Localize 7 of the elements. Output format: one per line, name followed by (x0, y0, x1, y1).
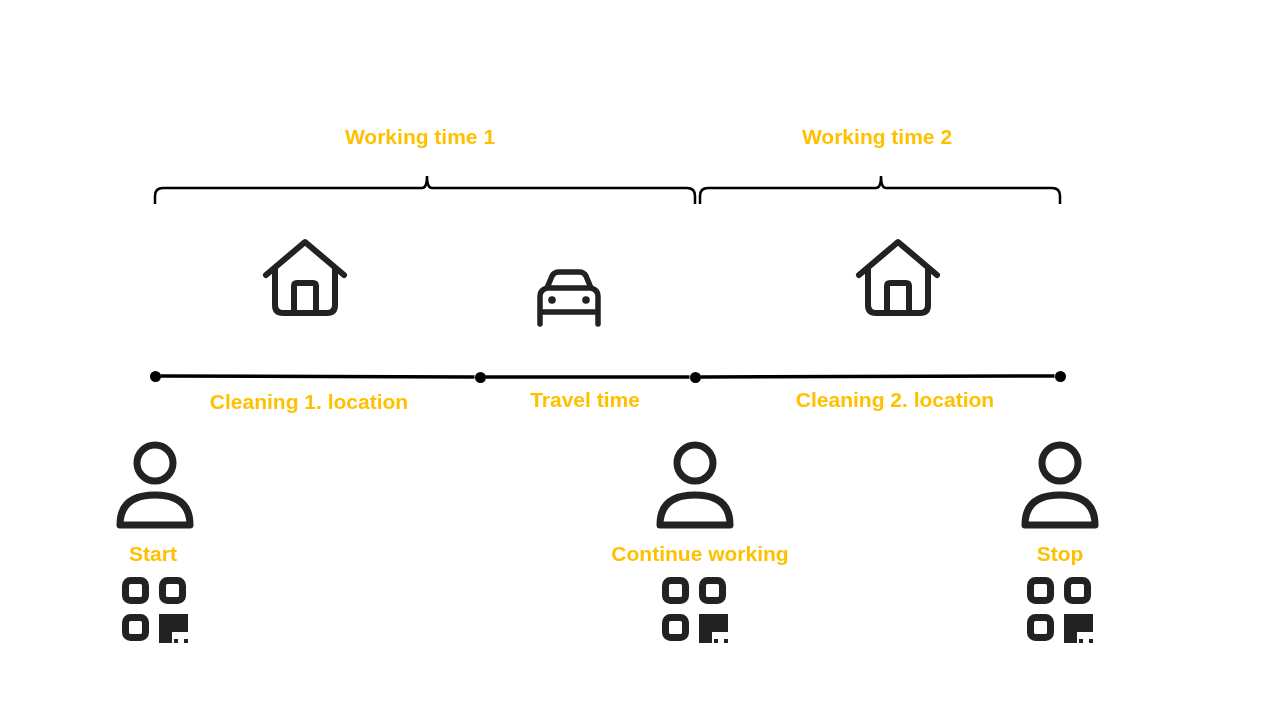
timeline-dot (149, 370, 161, 382)
timeline-dot (1054, 370, 1066, 382)
timeline-segment (700, 374, 1055, 379)
timeline-segment (485, 375, 690, 379)
timeline-dot (689, 371, 701, 383)
timeline-dot (474, 371, 486, 383)
timeline-segment (160, 374, 475, 379)
